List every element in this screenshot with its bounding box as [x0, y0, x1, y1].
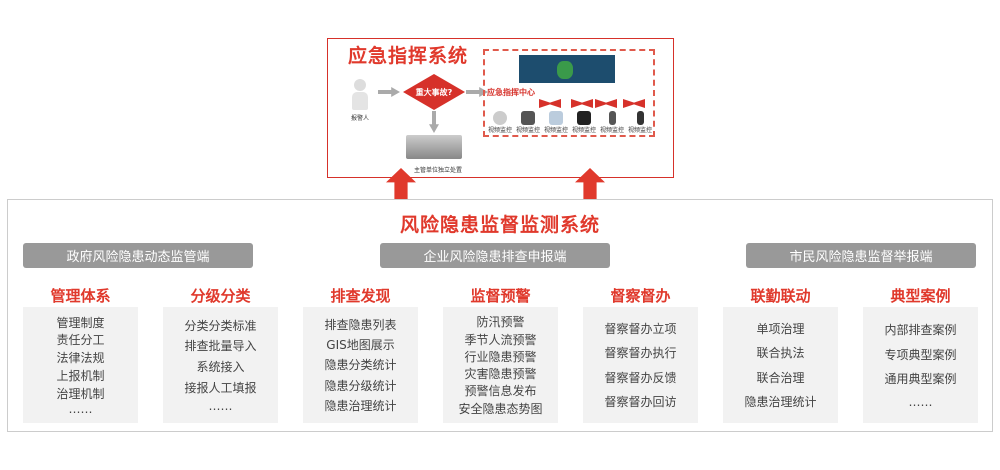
column-title: 排查发现 [330, 287, 391, 305]
list-item: …… [908, 395, 933, 410]
list-item: GIS地图展示 [326, 338, 395, 353]
list-item: 通用典型案例 [884, 372, 957, 387]
column-title: 分级分类 [190, 287, 251, 305]
risk-monitoring-system-panel [7, 199, 993, 432]
device-item: 视频监控 [487, 111, 513, 134]
list-item: 季节人流预警 [464, 332, 537, 347]
list-item: 排查隐患列表 [324, 318, 397, 333]
list-item: 隐患分级统计 [324, 378, 397, 393]
list-item: 上报机制 [56, 368, 105, 383]
radio-icon [608, 111, 616, 125]
command-center-label: 应急指挥中心 [487, 88, 535, 97]
connector-icon [595, 99, 617, 108]
column-items: 单项治理联合执法联合治理隐患治理统计 [723, 307, 838, 423]
list-item: 隐患分类统计 [324, 358, 397, 373]
command-center-area: 应急指挥中心 视频监控 视频监控 视频监控 视频监控 视频监控 视频监控 [483, 49, 655, 137]
list-item: 排查批量导入 [184, 339, 257, 354]
header-citizen: 市民风险隐患监督举报端 [746, 243, 976, 268]
connector-icon [623, 99, 645, 108]
list-item: 隐患治理统计 [324, 398, 397, 413]
column-title: 典型案例 [890, 287, 951, 305]
list-item: 灾害隐患预警 [464, 367, 537, 382]
arrow-down-icon [429, 111, 439, 133]
reporter-figure-icon [350, 79, 370, 111]
device-item: 视频监控 [571, 111, 597, 134]
list-item: 督察督办立项 [604, 322, 677, 337]
list-item: 管理制度 [56, 315, 105, 330]
header-enterprise: 企业风险隐患排查申报端 [380, 243, 610, 268]
device-label: 视频监控 [487, 127, 512, 134]
dashboard-screen-icon [519, 55, 615, 83]
arrow-right-icon [466, 87, 488, 97]
list-item: 联合治理 [756, 370, 805, 385]
device-item: 视频监控 [543, 111, 569, 134]
device-item: 视频监控 [515, 111, 541, 134]
list-item: 预警信息发布 [464, 384, 537, 399]
list-item: 系统接入 [196, 359, 245, 374]
device-label: 视频监控 [571, 127, 596, 134]
phone-icon [577, 111, 591, 125]
radio-icon [636, 111, 644, 125]
column-items: 内部排查案例专项典型案例通用典型案例 …… [863, 307, 978, 423]
arrow-right-icon [378, 87, 400, 97]
list-item: 督察督办执行 [604, 346, 677, 361]
list-item: 行业隐患预警 [464, 349, 537, 364]
connector-icon [539, 99, 561, 108]
list-item: 治理机制 [56, 386, 105, 401]
list-item: …… [208, 399, 233, 414]
list-item: …… [68, 402, 93, 417]
column-title: 联勤联动 [750, 287, 811, 305]
column-items: 分类分类标准排查批量导入系统接入接报人工填报 …… [163, 307, 278, 423]
column-title: 监督预警 [470, 287, 531, 305]
column-items: 管理制度责任分工法律法规上报机制治理机制…… [23, 307, 138, 423]
emergency-command-panel: 应急指挥系统 报警人 重大事故? 主管单位独立处置 应急指挥中心 视频监控 视频… [327, 38, 674, 178]
device-item: 视频监控 [627, 111, 653, 134]
list-item: 联合执法 [756, 346, 805, 361]
camera-icon [493, 111, 507, 125]
vehicle-icon [521, 111, 535, 125]
device-item: 视频监控 [599, 111, 625, 134]
device-label: 视频监控 [599, 127, 624, 134]
list-item: 专项典型案例 [884, 347, 957, 362]
reporter-label: 报警人 [350, 115, 369, 122]
list-item: 法律法规 [56, 351, 105, 366]
list-item: 隐患治理统计 [744, 394, 817, 409]
list-item: 安全隐患态势图 [458, 401, 543, 416]
device-label: 视频监控 [515, 127, 540, 134]
major-incident-decision: 重大事故? [403, 74, 465, 110]
list-item: 单项治理 [756, 322, 805, 337]
device-label: 视频监控 [543, 127, 568, 134]
column-items: 防汛预警季节人流预警行业隐患预警灾害隐患预警预警信息发布安全隐患态势图 [443, 307, 558, 423]
header-government: 政府风险隐患动态监管端 [23, 243, 253, 268]
column-title: 督察督办 [610, 287, 671, 305]
column-items: 督察督办立项督察督办执行督察督办反馈督察督办回访 [583, 307, 698, 423]
emergency-command-title: 应急指挥系统 [348, 45, 469, 67]
list-item: 督察督办反馈 [604, 370, 677, 385]
main-title: 风险隐患监督监测系统 [399, 214, 600, 236]
list-item: 督察督办回访 [604, 394, 677, 409]
local-handling-label: 主管单位独立处置 [413, 167, 462, 174]
drone-icon [549, 111, 563, 125]
column-items: 排查隐患列表 GIS地图展示隐患分类统计隐患分级统计隐患治理统计 [303, 307, 418, 423]
connector-icon [571, 99, 593, 108]
device-label: 视频监控 [627, 127, 652, 134]
list-item: 接报人工填报 [184, 380, 257, 395]
list-item: 责任分工 [56, 333, 105, 348]
building-icon [406, 135, 462, 159]
column-title: 管理体系 [50, 287, 111, 305]
list-item: 防汛预警 [476, 315, 525, 330]
list-item: 内部排查案例 [884, 322, 957, 337]
list-item: 分类分类标准 [184, 318, 257, 333]
